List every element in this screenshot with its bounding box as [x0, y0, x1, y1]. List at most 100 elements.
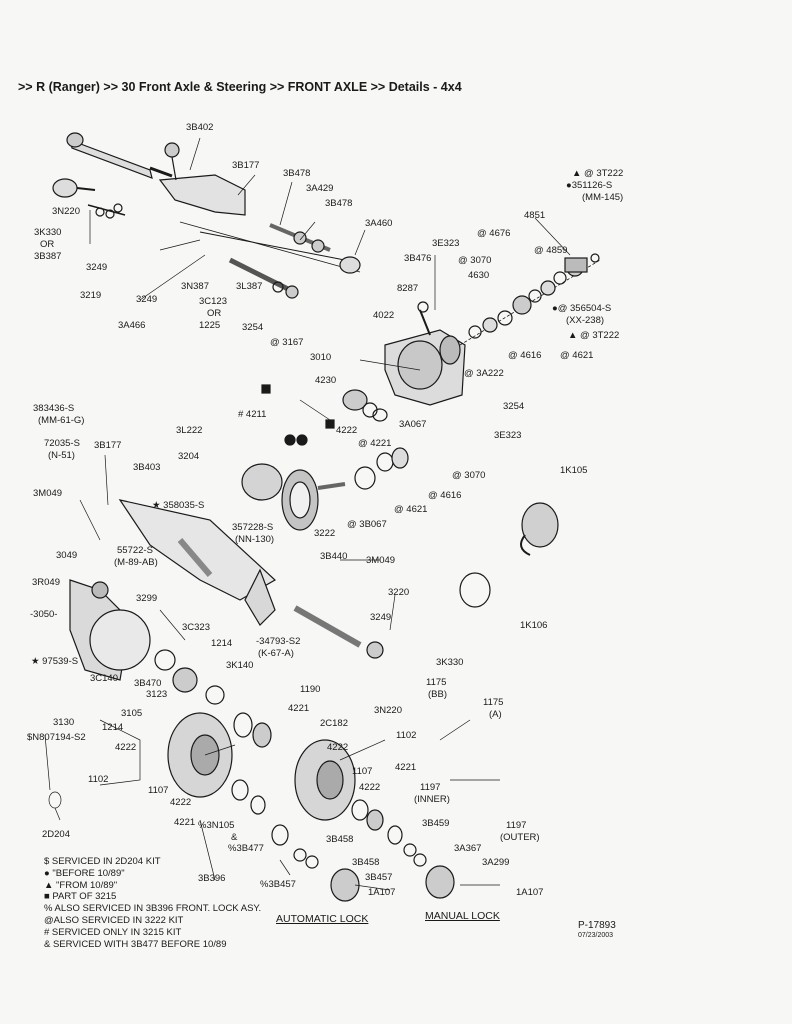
part-callout-4222c: 4222 — [327, 742, 349, 753]
part-callout-3e323b: 3E323 — [494, 430, 522, 441]
part-callout-8287: 8287 — [397, 283, 419, 294]
part-callout-3b458a: 3B458 — [326, 834, 354, 845]
part-callout-outer: (OUTER) — [500, 832, 540, 843]
part-callout-3a466: 3A466 — [118, 320, 146, 331]
part-callout-4616b: @ 4616 — [428, 490, 462, 501]
steering-knuckle — [69, 579, 225, 705]
part-callout-3t222b: ▲ @ 3T222 — [568, 330, 620, 341]
part-callout-2c182: 2C182 — [320, 718, 348, 729]
part-callout-4676: @ 4676 — [477, 228, 511, 239]
part-callout-inner: (INNER) — [414, 794, 450, 805]
rotor-left — [167, 712, 272, 815]
part-callout-3049: 3049 — [56, 550, 78, 561]
part-callout-383436: 383436-S — [33, 403, 75, 414]
part-callout-3254a: 3254 — [242, 322, 264, 333]
vacuum-motor — [459, 502, 559, 608]
part-callout-4221d: 4221 — [174, 817, 196, 828]
part-callout-3299: 3299 — [136, 593, 158, 604]
part-callout-4851: 4851 — [524, 210, 546, 221]
part-callout-mm61g: (MM-61-G) — [38, 415, 85, 426]
part-callout-3b476: 3B476 — [404, 253, 432, 264]
part-callout-m89ab: (M-89-AB) — [114, 557, 158, 568]
part-callout-3a299: 3A299 — [482, 857, 510, 868]
part-callout-2d204: 2D204 — [42, 829, 70, 840]
part-callout-3l222: 3L222 — [176, 425, 203, 436]
part-callout-3123: 3123 — [146, 689, 168, 700]
part-callout-3c323: 3C323 — [182, 622, 210, 633]
part-callout-55722: 55722-S — [117, 545, 153, 556]
legend-item: # SERVICED ONLY IN 3215 KIT — [44, 926, 182, 938]
part-callout-3249c: 3249 — [370, 612, 392, 623]
part-callout-3m049b: 3M049 — [366, 555, 396, 566]
pitman-arm — [158, 142, 246, 216]
part-callout-n807194: $N807194-S2 — [27, 732, 86, 743]
part-callout-1190: 1190 — [300, 684, 321, 695]
part-callout-3l387: 3L387 — [236, 281, 263, 292]
legend-item: ● "BEFORE 10/89" — [44, 867, 125, 879]
part-callout-3m049a: 3M049 — [33, 488, 63, 499]
part-callout-97539: ★ 97539-S — [31, 656, 79, 667]
pinion-bearing-stack — [459, 253, 601, 346]
legend: $ SERVICED IN 2D204 KIT ● "BEFORE 10/89"… — [44, 856, 261, 950]
part-callout-4222e: 4222 — [359, 782, 381, 793]
part-callout-3b458b: 3B458 — [352, 857, 380, 868]
part-number: P-17893 — [578, 920, 616, 931]
legend-item: % ALSO SERVICED IN 3B396 FRONT. LOCK ASY… — [44, 903, 262, 915]
part-callout-4621a: @ 4621 — [560, 350, 594, 361]
part-callout-ora: OR — [40, 239, 55, 250]
part-callout-1214a: 1214 — [211, 638, 233, 649]
part-callout-3249a: 3249 — [86, 262, 108, 273]
part-callout-3b177b: 3B177 — [94, 440, 122, 451]
part-callout-3219: 3219 — [80, 290, 102, 301]
part-callout-3a222: @ 3A222 — [464, 368, 504, 379]
part-callout-4221c: 4221 — [395, 762, 417, 773]
part-callout-3t222a: ▲ @ 3T222 — [572, 168, 624, 179]
part-callout-3070b: @ 3070 — [452, 470, 486, 481]
part-callout-3b459: 3B459 — [422, 818, 450, 829]
legend-item: $ SERVICED IN 2D204 KIT — [44, 856, 161, 867]
part-callout-4222d: 4222 — [170, 797, 192, 808]
part-callout-orb: OR — [207, 308, 222, 319]
part-callout-3b457b: %3B457 — [260, 879, 296, 890]
part-callout-3a067: 3A067 — [399, 419, 427, 430]
part-callout-amp: & — [231, 832, 238, 843]
breadcrumb: >> R (Ranger) >> 30 Front Axle & Steerin… — [18, 80, 462, 94]
part-callout-3b067: @ 3B067 — [347, 519, 387, 530]
part-callout-3e323a: 3E323 — [432, 238, 460, 249]
part-callout-4022: 4022 — [373, 310, 395, 321]
rotor-right — [294, 739, 403, 845]
part-callout-3130: 3130 — [53, 717, 75, 728]
part-callout-3b470: 3B470 — [134, 678, 162, 689]
automatic-lock-caption: AUTOMATIC LOCK — [276, 913, 369, 925]
part-callout-1214b: 1214 — [102, 722, 124, 733]
part-callout-3050: -3050- — [30, 609, 58, 620]
part-callout-357228: 357228-S — [232, 522, 274, 533]
part-callout-1102b: 1102 — [88, 774, 109, 785]
ring-gear-assembly — [241, 384, 409, 531]
part-callout-3222: 3222 — [314, 528, 336, 539]
legend-item: ▲ "FROM 10/89" — [44, 879, 118, 891]
part-callout-3254b: 3254 — [503, 401, 525, 412]
part-callout-3c123: 3C123 — [199, 296, 227, 307]
part-callout-nn130: (NN-130) — [235, 534, 275, 545]
part-callout-n51: (N-51) — [48, 450, 75, 461]
drawing-date: 07/23/2003 — [578, 932, 614, 939]
part-callout-3010: 3010 — [310, 352, 332, 363]
part-callout-3r049: 3R049 — [32, 577, 60, 588]
part-callout-3n387: 3N387 — [181, 281, 209, 292]
part-callout-1107b: 1107 — [352, 766, 373, 777]
part-callout-3105: 3105 — [121, 708, 143, 719]
part-callout-4221b: 4221 — [288, 703, 310, 714]
part-callout-4621b: @ 4621 — [394, 504, 428, 515]
part-callout-3b478a: 3B478 — [283, 168, 311, 179]
part-callout-3b403: 3B403 — [133, 462, 161, 473]
part-callout-3n220b: 3N220 — [374, 705, 402, 716]
part-callout-3b440: 3B440 — [320, 551, 348, 562]
part-callout-4222b: 4222 — [115, 742, 137, 753]
part-callout-4616a: @ 4616 — [508, 350, 542, 361]
part-callout-bb: (BB) — [428, 689, 447, 700]
part-callout-3a367: 3A367 — [454, 843, 482, 854]
part-callout-4211: # 4211 — [238, 409, 267, 420]
part-callout-1a107b: 1A107 — [516, 887, 544, 898]
part-callout-1197in: 1197 — [420, 782, 441, 793]
